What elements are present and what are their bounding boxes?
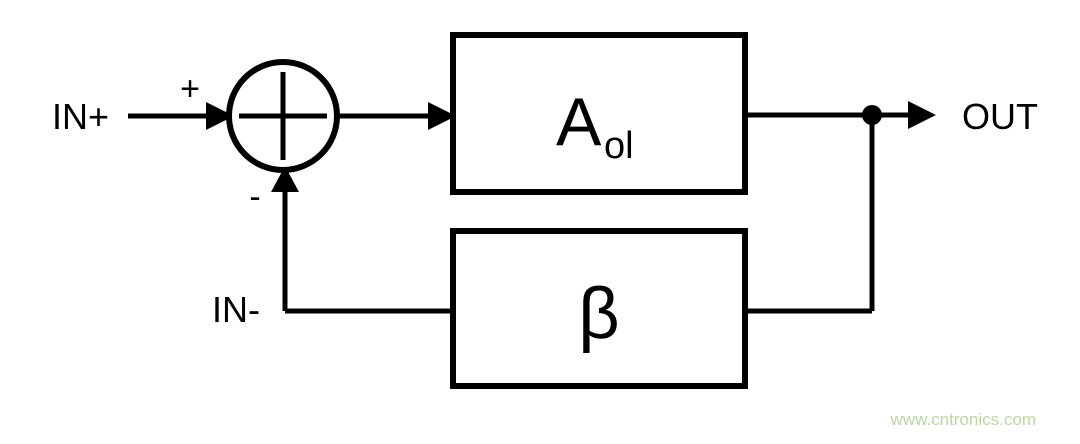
output-tap-node — [862, 105, 882, 125]
output-label: OUT — [962, 96, 1038, 137]
feedback-network-label: β — [578, 274, 619, 354]
forward-gain-label-main: A — [556, 84, 602, 160]
summing-negative-sign: - — [249, 178, 260, 216]
arrowhead-output — [908, 101, 936, 129]
arrowhead-into-summing-junction — [206, 102, 234, 130]
watermark-label: www.cntronics.com — [890, 410, 1036, 429]
forward-gain-label-subscript: ol — [604, 125, 634, 167]
input-positive-label: IN+ — [52, 96, 109, 137]
forward-gain-block — [450, 32, 748, 195]
feedback-network-block — [450, 228, 748, 389]
summing-positive-sign: + — [180, 70, 200, 108]
input-negative-label: IN- — [212, 289, 260, 330]
arrowhead-into-forward-gain — [428, 102, 456, 130]
arrowhead-into-summing-junction-negative — [271, 166, 299, 192]
